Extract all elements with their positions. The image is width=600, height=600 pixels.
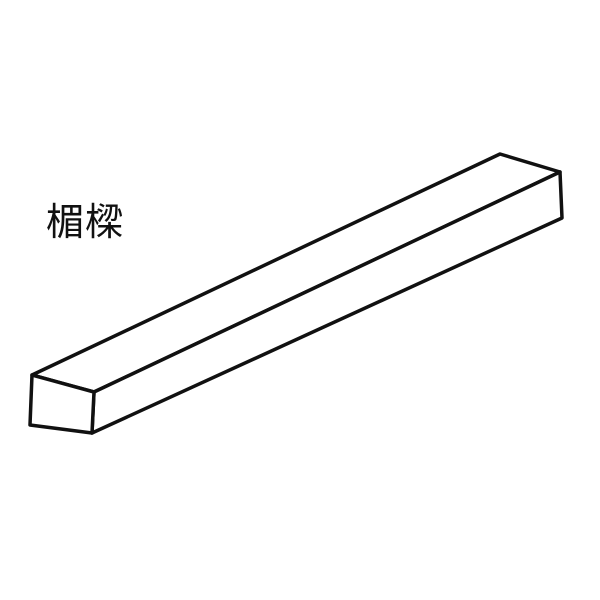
beam-label: 楣樑: [46, 200, 125, 244]
beam-end-face: [28, 373, 96, 435]
beam-front-face: [90, 170, 564, 435]
beam-top-face: [30, 152, 562, 394]
